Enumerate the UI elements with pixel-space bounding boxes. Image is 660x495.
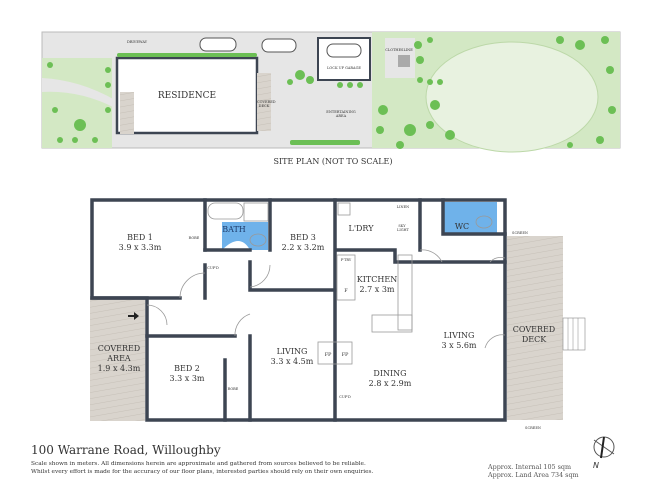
covered-deck-label: COVERED DECK xyxy=(512,325,556,344)
disclaimer: Scale shown in meters. All dimensions he… xyxy=(31,461,374,475)
cupboard-label: CUP'D xyxy=(207,266,219,270)
linen-label: LINEN xyxy=(396,205,410,209)
residence-label: RESIDENCE xyxy=(157,91,217,101)
laundry-label: L'DRY xyxy=(348,224,374,233)
cupboard-label: CUP'D xyxy=(339,395,351,399)
residence xyxy=(115,56,259,135)
floor-plan xyxy=(90,198,586,422)
car-icon xyxy=(261,38,297,53)
wc-label: WC xyxy=(454,222,470,231)
bath-label: BATH xyxy=(222,225,246,234)
fridge-label: F xyxy=(344,288,348,294)
clothesline-label: CLOTHESLINE xyxy=(385,48,413,52)
car-icon xyxy=(326,43,362,58)
robe-label: ROBE xyxy=(227,387,239,391)
screen-label: SCREEN xyxy=(525,426,541,430)
north-label: N xyxy=(593,461,599,470)
entertaining-label: ENTERTAINING AREA xyxy=(326,110,356,118)
screen-label: SCREEN xyxy=(512,231,528,235)
pantry-label: P'TRY xyxy=(340,258,352,262)
shrubs xyxy=(47,36,616,149)
garage-label: LOCK UP GARAGE xyxy=(327,66,361,70)
fireplace-label: FP xyxy=(341,352,349,358)
address-title: 100 Warrane Road, Willoughby xyxy=(31,443,221,457)
compass-icon xyxy=(593,436,615,459)
fireplace-label: FP xyxy=(324,352,332,358)
clothesline xyxy=(398,55,410,67)
covered-deck-site-label: COVERED DECK xyxy=(257,100,276,108)
driveway-label: DRIVEWAY xyxy=(126,40,148,44)
skylight-label: SKY LIGHT xyxy=(397,224,409,232)
robe-label: ROBE xyxy=(188,236,200,240)
site-plan-caption: SITE PLAN (NOT TO SCALE) xyxy=(273,157,393,166)
car-icon xyxy=(199,37,237,52)
